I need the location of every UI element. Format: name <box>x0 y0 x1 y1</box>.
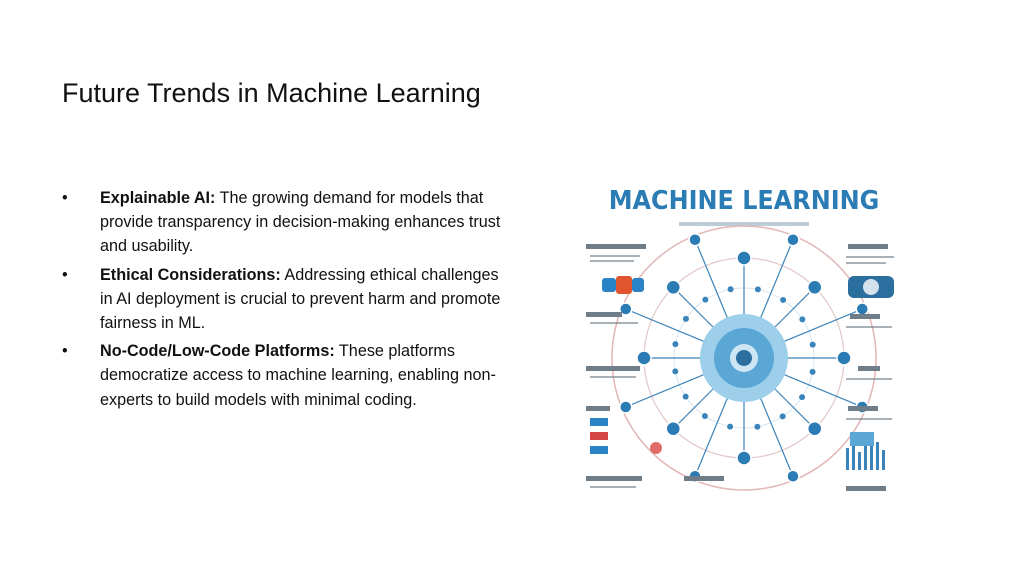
network-node <box>636 350 652 366</box>
bullet-term: No-Code/Low-Code Platforms: <box>100 342 335 361</box>
network-node <box>701 413 708 420</box>
bullet-text: These platforms democratize access to ma… <box>100 342 496 409</box>
network-node <box>618 302 633 316</box>
network-node <box>806 279 823 296</box>
network-node <box>836 350 852 366</box>
bullet-item: • No-Code/Low-Code Platforms: These plat… <box>62 339 512 412</box>
network-node <box>809 368 816 375</box>
bullet-marker: • <box>62 189 68 207</box>
network-node <box>702 296 709 303</box>
network-node <box>682 315 689 322</box>
network-node <box>682 393 689 400</box>
bullet-text: Addressing ethical challenges in AI depl… <box>100 265 501 333</box>
network-node <box>618 400 633 414</box>
network-node <box>665 279 682 296</box>
network-node <box>754 286 761 293</box>
network-node <box>665 420 682 437</box>
network-node <box>754 423 761 430</box>
network-node <box>786 469 800 484</box>
network-node <box>672 341 679 348</box>
network-node <box>727 286 734 293</box>
network-node <box>799 316 806 323</box>
network-node <box>688 232 702 247</box>
bullet-marker: • <box>62 265 68 284</box>
network-node <box>809 341 816 348</box>
network-node <box>799 394 806 401</box>
network-node <box>672 368 679 375</box>
bullet-term: Ethical Considerations: <box>100 265 281 284</box>
bullet-marker: • <box>62 342 68 361</box>
network-node <box>855 302 870 316</box>
network-node <box>736 250 752 266</box>
neural-network-diagram-icon <box>586 222 894 491</box>
network-node <box>736 450 752 466</box>
network-node <box>806 420 823 437</box>
network-node <box>779 413 786 420</box>
infographic-title: MACHINE LEARNING <box>608 186 880 216</box>
bullet-item: • Explainable AI: The growing demand for… <box>62 186 512 259</box>
slide-title: Future Trends in Machine Learning <box>62 78 481 108</box>
bullet-item: • Ethical Considerations: Addressing eth… <box>62 263 512 336</box>
network-node <box>727 423 734 430</box>
bullet-text: The growing demand for models that provi… <box>100 189 501 256</box>
bullet-list: • Explainable AI: The growing demand for… <box>62 186 512 416</box>
bullet-term: Explainable AI: <box>100 189 216 207</box>
network-node <box>780 296 787 303</box>
machine-learning-infographic: MACHINE LEARNING <box>584 180 904 504</box>
network-node <box>786 232 800 247</box>
